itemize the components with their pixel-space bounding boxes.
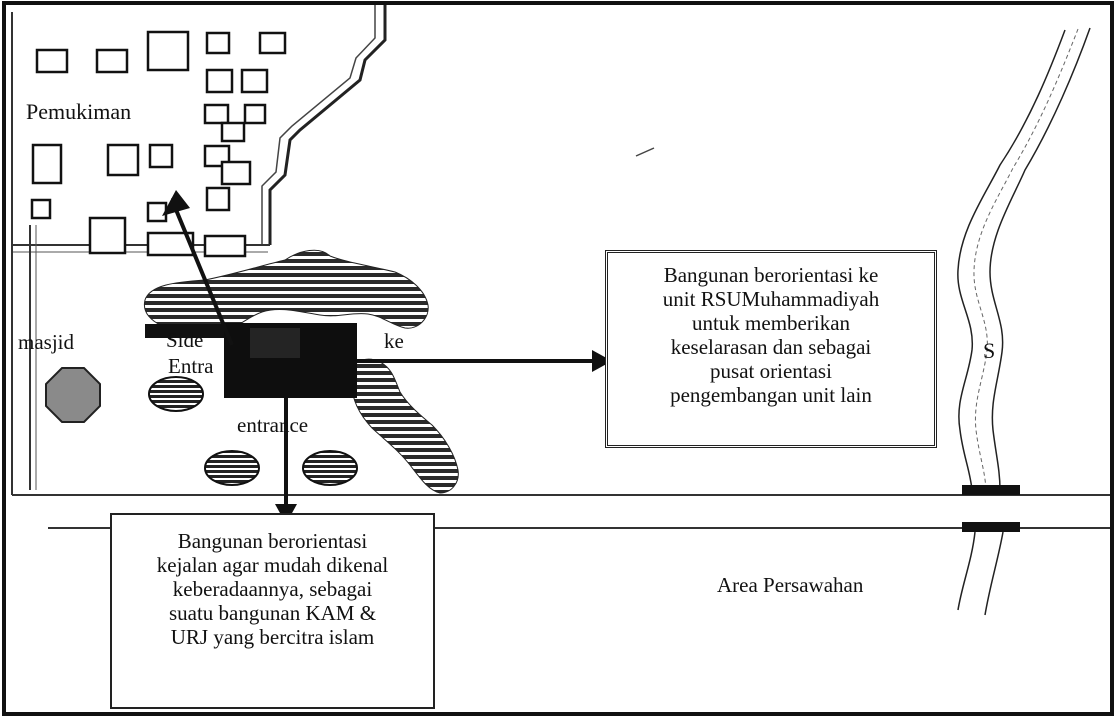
house <box>146 231 195 257</box>
main-building-shade <box>250 328 300 358</box>
house <box>88 216 127 255</box>
house <box>106 143 140 177</box>
house <box>240 68 269 94</box>
house <box>243 103 267 125</box>
river-bank-right <box>989 27 1091 491</box>
ke-label: ke <box>384 329 404 353</box>
house <box>95 48 129 74</box>
note-line: pengembangan unit lain <box>670 383 872 407</box>
house <box>220 160 252 186</box>
mosque-octagon <box>45 367 101 423</box>
orientation-note-road: Bangunan berorientasi kejalan agar mudah… <box>110 513 435 709</box>
house <box>258 31 287 55</box>
note-line: suatu bangunan KAM & <box>168 601 377 625</box>
landscape-mass-right <box>351 358 459 494</box>
river-bank-right-lower <box>984 531 1004 616</box>
note-line: kejalan agar mudah dikenal <box>156 553 389 577</box>
house <box>35 48 69 74</box>
note-line: untuk memberikan <box>691 311 851 335</box>
bridge <box>962 522 1020 532</box>
river-label: S <box>983 338 996 363</box>
settlement-label: Pemukiman <box>26 99 132 124</box>
house <box>203 234 247 258</box>
note-line: Bangunan berorientasi ke <box>663 263 879 287</box>
mosque-label: masjid <box>18 330 74 354</box>
river-bank-left <box>957 29 1066 491</box>
house <box>205 68 234 94</box>
settlement-houses <box>30 30 287 258</box>
stray-mark <box>635 147 655 157</box>
river-bank-left-lower <box>957 531 976 611</box>
vegetation-ellipse <box>204 450 260 486</box>
house <box>31 143 63 185</box>
entrance-label: entrance <box>237 413 309 437</box>
vegetation-ellipse <box>148 376 204 412</box>
note-line: Bangunan berorientasi <box>177 529 368 553</box>
river-bank-inner <box>973 28 1079 491</box>
house <box>146 201 168 223</box>
arrowhead-settlement <box>162 190 190 216</box>
arrow-to-settlement <box>170 198 234 346</box>
side-entrance-label-line2: Entra <box>168 354 214 378</box>
house <box>203 103 230 125</box>
arrowhead-hospital <box>592 350 612 372</box>
rice-fields-label: Area Persawahan <box>717 573 864 597</box>
note-line: pusat orientasi <box>710 359 832 383</box>
note-line: keberadaannya, sebagai <box>172 577 373 601</box>
bridge <box>962 485 1020 495</box>
orientation-note-hospital: Bangunan berorientasi ke unit RSUMuhamma… <box>605 250 937 448</box>
note-line: unit RSUMuhammadiyah <box>662 287 880 311</box>
house <box>205 31 231 55</box>
side-entrance-slab <box>145 324 225 338</box>
side-entrance-label-line1: Side <box>166 328 204 352</box>
settlement-boundary-inner <box>261 5 376 245</box>
note-line: keselarasan dan sebagai <box>670 335 872 359</box>
note-line: URJ yang bercitra islam <box>170 625 375 649</box>
house <box>30 198 52 220</box>
house <box>146 30 190 72</box>
settlement-boundary <box>268 5 387 245</box>
house <box>205 186 231 212</box>
house <box>220 121 246 143</box>
house <box>148 143 174 169</box>
landscape-mass-top <box>143 249 429 336</box>
vegetation-ellipse <box>302 450 358 486</box>
